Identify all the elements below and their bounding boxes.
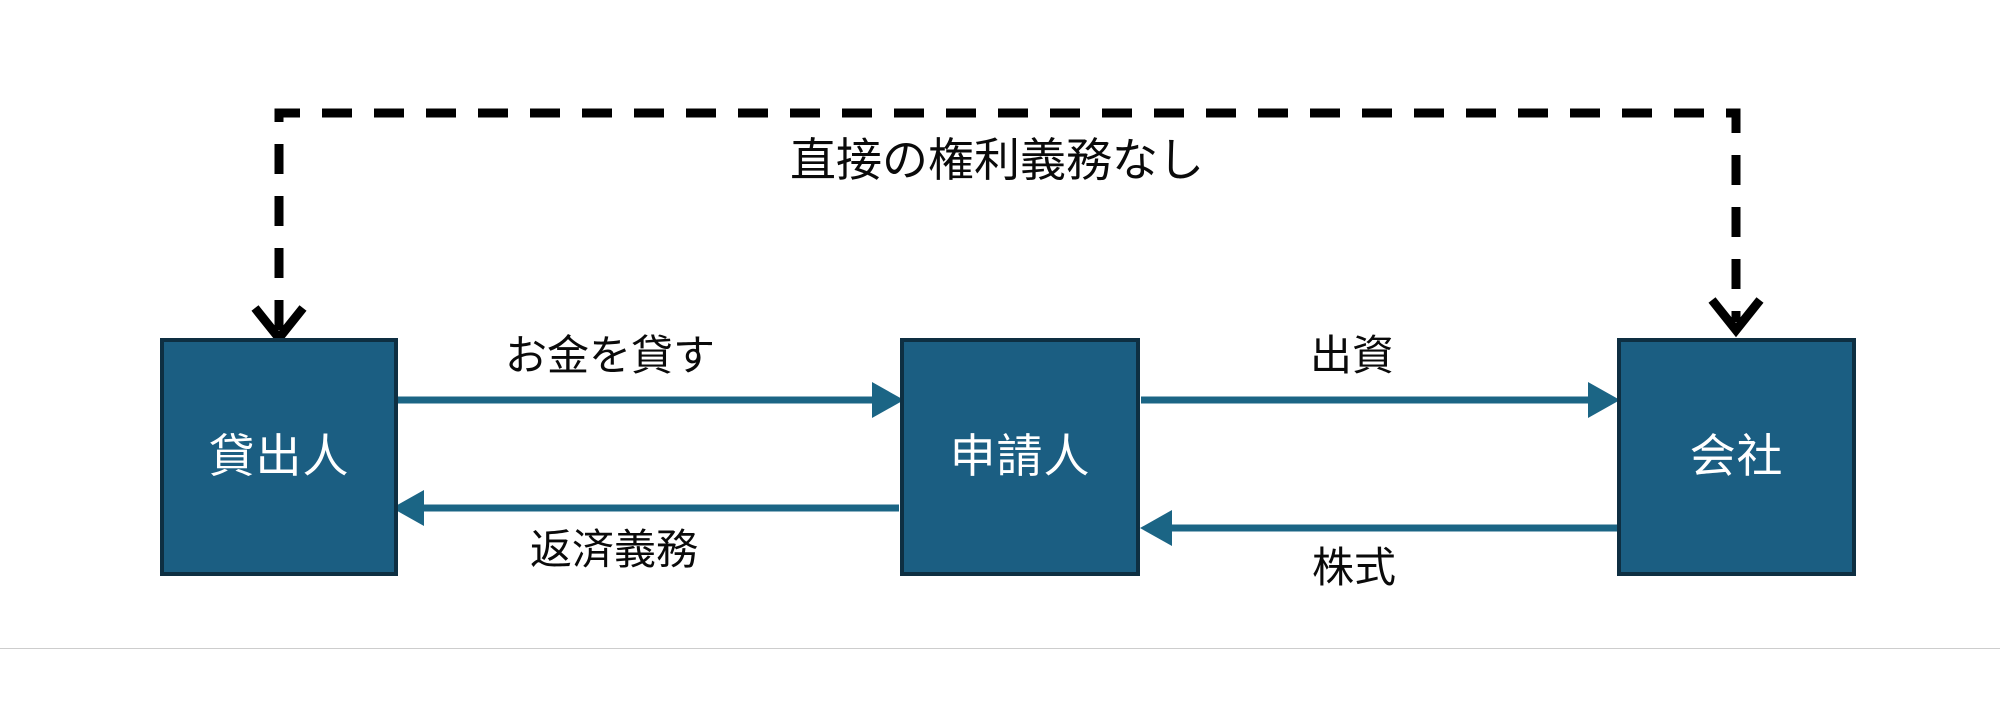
- edge-investment: [1141, 382, 1620, 418]
- edge-shares: [1140, 510, 1617, 546]
- node-lender[interactable]: 貸出人: [160, 338, 398, 576]
- edge-label-repayment-obligation: 返済義務: [530, 528, 699, 574]
- arrowhead-no-direct-rights-right: [1708, 297, 1764, 338]
- edge-line-no-direct-rights: [274, 108, 1741, 330]
- edge-label-no-direct-rights: 直接の権利義務なし: [790, 135, 1204, 186]
- node-lender-label: 貸出人: [208, 431, 350, 482]
- node-applicant[interactable]: 申請人: [900, 338, 1140, 576]
- node-company-label: 会社: [1689, 431, 1784, 482]
- edge-label-investment: 出資: [1310, 334, 1395, 380]
- edge-lend-money: [398, 382, 904, 418]
- arrowhead-shares: [1140, 510, 1172, 546]
- node-company[interactable]: 会社: [1617, 338, 1856, 576]
- arrowhead-repayment-obligation: [392, 490, 424, 526]
- node-applicant-label: 申請人: [949, 431, 1091, 482]
- bottom-divider: [0, 648, 2000, 649]
- arrowhead-lend-money: [872, 382, 904, 418]
- edge-repayment-obligation: [392, 490, 899, 526]
- edge-label-shares: 株式: [1312, 546, 1397, 592]
- arrowhead-investment: [1588, 382, 1620, 418]
- edge-label-lend-money: お金を貸す: [505, 334, 716, 380]
